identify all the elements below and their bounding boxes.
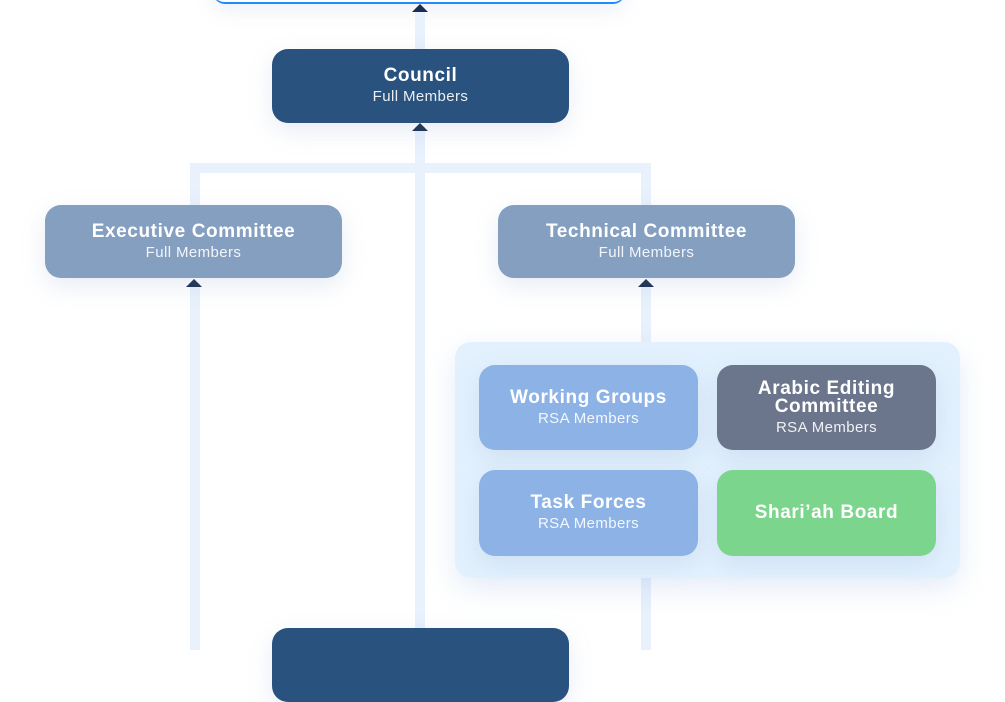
node-subtitle: RSA Members (537, 515, 640, 532)
connector (641, 283, 651, 342)
technical-committee-node[interactable]: Technical Committee Full Members (498, 205, 795, 278)
node-subtitle: Full Members (145, 243, 242, 261)
connector (641, 578, 651, 650)
arrow-up-icon (412, 4, 428, 12)
node-subtitle: RSA Members (537, 409, 640, 427)
executive-committee-node[interactable]: Executive Committee Full Members (45, 205, 342, 278)
connector (415, 127, 425, 628)
node-title: Executive Committee (91, 220, 296, 242)
connector (190, 163, 651, 173)
node-title: Arabic Editing Committee (757, 377, 896, 417)
connector (190, 163, 200, 205)
bottom-node[interactable] (272, 628, 569, 702)
connector (641, 165, 651, 205)
council-node[interactable]: Council Full Members (272, 49, 569, 123)
node-subtitle: Full Members (372, 88, 469, 105)
node-title: Task Forces (530, 492, 647, 513)
shariah-board-node[interactable]: Shari’ah Board (717, 470, 936, 556)
arrow-up-icon (186, 279, 202, 287)
working-groups-node[interactable]: Working Groups RSA Members (479, 365, 698, 450)
connector (190, 283, 200, 650)
node-title: Technical Committee (545, 220, 748, 242)
node-subtitle: Full Members (598, 243, 695, 261)
task-forces-node[interactable]: Task Forces RSA Members (479, 470, 698, 556)
arrow-up-icon (638, 279, 654, 287)
connector (415, 8, 425, 49)
arabic-editing-committee-node[interactable]: Arabic Editing Committee RSA Members (717, 365, 936, 450)
node-title: Working Groups (510, 386, 667, 408)
node-title: Council (383, 65, 458, 86)
arrow-up-icon (412, 123, 428, 131)
node-subtitle: RSA Members (775, 418, 878, 436)
top-node (213, 0, 625, 4)
node-title: Shari’ah Board (754, 502, 899, 523)
